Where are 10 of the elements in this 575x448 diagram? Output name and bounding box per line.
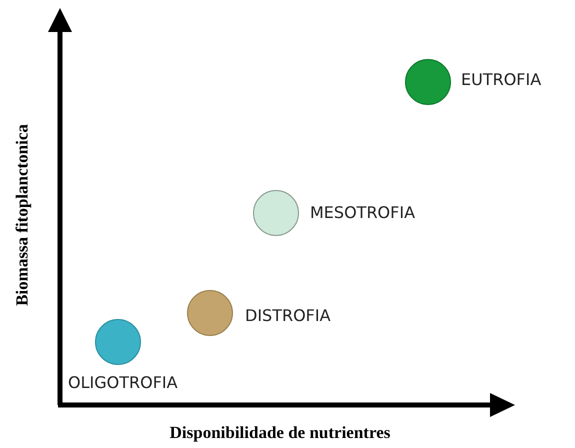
trophic-state-label: EUTROFIA [461,72,542,88]
y-axis-label: Biomassa fitoplanctonica [14,124,30,306]
trophic-state-circle [187,290,233,336]
trophic-state-label: DISTROFIA [245,308,331,324]
trophic-state-circle [253,190,299,236]
trophic-state-circle [95,319,141,365]
x-axis-label: Disponibilidade de nutrientres [170,424,390,441]
trophic-state-label: OLIGOTROFIA [68,375,178,391]
trophic-state-label: MESOTROFIA [310,205,416,221]
trophic-state-circle [405,59,451,105]
